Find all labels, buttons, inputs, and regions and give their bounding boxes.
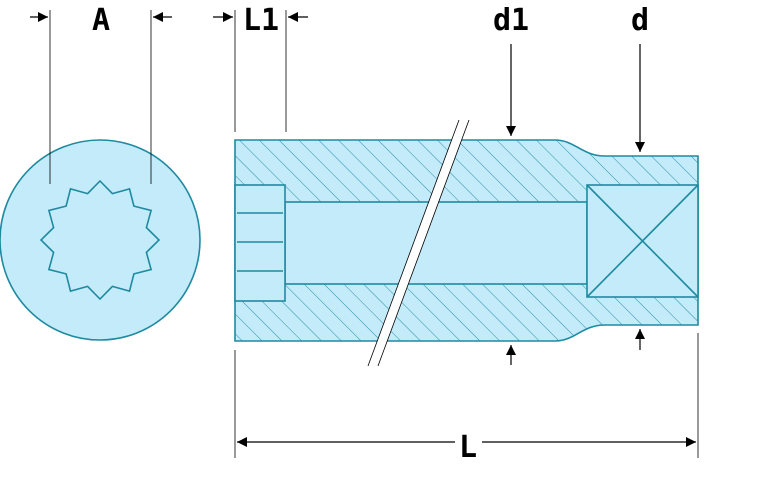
dimension-l: L: [234, 333, 699, 465]
recess-profile: [234, 184, 286, 302]
side-view: [234, 119, 699, 367]
dimension-label-d: d: [631, 3, 649, 38]
break-gap: [368, 120, 469, 366]
dimension-label-d1: d1: [493, 3, 529, 38]
dimension-label-l: L: [459, 430, 477, 465]
twelve-point-recess: [39, 179, 161, 301]
dimension-label-l1: L1: [243, 3, 279, 38]
dimension-label-a: A: [92, 3, 110, 38]
dimension-l1: L1: [213, 3, 308, 132]
dimension-d: d: [631, 3, 649, 350]
inner-bore: [284, 201, 588, 285]
dimension-a: A: [30, 3, 172, 38]
end-view: [0, 10, 201, 341]
dimension-d1: d1: [493, 3, 529, 365]
